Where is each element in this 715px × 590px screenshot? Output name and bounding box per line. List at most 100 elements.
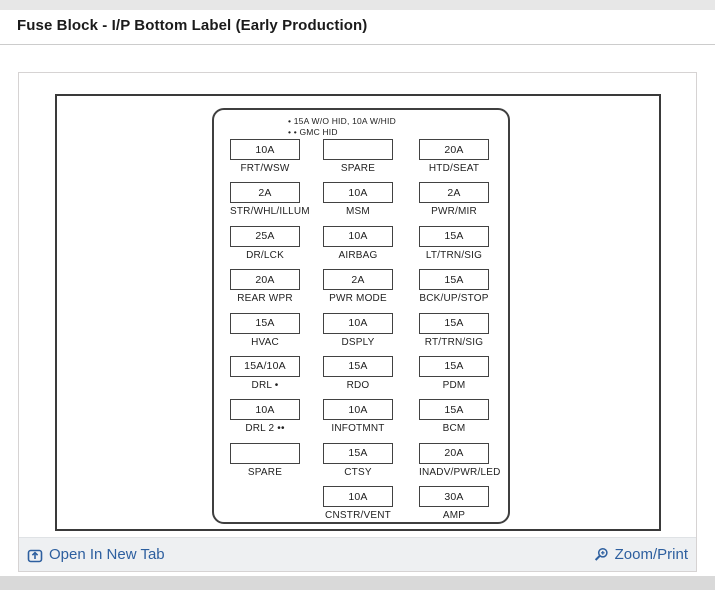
fuse-amp-box: 10A [323, 486, 393, 508]
fuse-amp-box: 15A [230, 312, 300, 334]
fuse-amp-box: 15A [419, 312, 489, 334]
fuse-grid: 10A FRT/WSW SPARE 20A HTD/SEAT [214, 139, 508, 530]
fuse-amp-box: 15A [419, 355, 489, 377]
fuse-amp-box: 10A [230, 139, 300, 160]
fuse-cell: 2A STR/WHL/ILLUM [230, 182, 310, 218]
fuse-label: AIRBAG [338, 249, 378, 261]
fuse-cell: 2A PWR MODE [323, 269, 393, 304]
footer-bar: Open In New Tab Zoom/Print [19, 537, 696, 571]
fuse-cell: 10A MSM [323, 182, 393, 217]
fuse-label: HVAC [251, 336, 279, 348]
fuse-cell: SPARE [323, 139, 393, 174]
fuse-amp-box: 20A [419, 139, 489, 160]
fuse-amp-box: 15A [419, 399, 489, 421]
fuse-cell: 15A PDM [419, 355, 489, 391]
fuse-label: BCK/UP/STOP [419, 293, 489, 305]
diagram-note: • 15A W/O HID, 10A W/HID [288, 116, 396, 126]
fuse-row: SPARE 15A CTSY 20A INADV/PWR/LED [214, 442, 508, 486]
fuse-label: SPARE [340, 163, 376, 174]
fuse-cell: 20A HTD/SEAT [419, 139, 489, 174]
fuse-label: INFOTMNT [331, 423, 385, 435]
fuse-row: 10A DRL 2 •• 10A INFOTMNT 15A BCM [214, 399, 508, 442]
fuse-amp-box: 25A [230, 225, 300, 247]
diagram-note: • • GMC HID [288, 127, 338, 137]
fuse-amp-box: 15A [419, 269, 489, 291]
fuse-label: LT/TRN/SIG [425, 249, 483, 261]
fuse-label: INADV/PWR/LED [419, 466, 501, 478]
fuse-cell: SPARE [230, 442, 300, 478]
fuse-amp-box: 15A [323, 442, 393, 464]
fuse-label: CNSTR/VENT [325, 510, 391, 522]
fuse-cell: 15A RDO [323, 355, 393, 391]
fuse-label: SPARE [247, 466, 283, 478]
fuse-cell: 15A BCK/UP/STOP [419, 269, 489, 304]
fuse-cell: 10A CNSTR/VENT [323, 486, 393, 521]
fuse-row: 10A FRT/WSW SPARE 20A HTD/SEAT [214, 139, 508, 182]
fuse-cell: 10A DRL 2 •• [230, 399, 300, 434]
fuse-cell: 15A HVAC [230, 312, 300, 348]
fuse-amp-box [323, 139, 393, 160]
fuse-cell: 10A DSPLY [323, 312, 393, 348]
diagram-notes: • 15A W/O HID, 10A W/HID • • GMC HID [288, 116, 396, 138]
fuse-cell: 20A INADV/PWR/LED [419, 442, 501, 478]
fuse-amp-box: 10A [323, 225, 393, 247]
fuse-cell: 10A FRT/WSW [230, 139, 300, 174]
fuse-amp-box: 2A [419, 182, 489, 204]
zoom-print-link[interactable]: Zoom/Print [593, 546, 688, 563]
open-in-new-tab-link[interactable]: Open In New Tab [27, 546, 165, 563]
fuse-cell: 15A BCM [419, 399, 489, 434]
fuse-label: DRL 2 •• [245, 423, 285, 435]
fuse-row: 15A HVAC 10A DSPLY 15A RT/TRN/SIG [214, 312, 508, 356]
fuse-label: BCM [442, 423, 466, 435]
open-in-new-tab-icon [27, 547, 43, 563]
fuse-label: PDM [442, 379, 466, 391]
fuse-amp-box: 10A [323, 312, 393, 334]
fuse-amp-box: 2A [323, 269, 393, 291]
window-bottom-edge [0, 576, 715, 590]
fuse-label: RDO [346, 379, 370, 391]
fuse-cell: 15A CTSY [323, 442, 393, 478]
fuse-row: 2A STR/WHL/ILLUM 10A MSM 2A PWR/MIR [214, 182, 508, 225]
fuse-cell: 15A RT/TRN/SIG [419, 312, 489, 348]
fuse-row: 25A DR/LCK 10A AIRBAG 15A LT/TRN/SIG [214, 225, 508, 269]
window-top-edge [0, 0, 715, 10]
fuse-amp-box: 15A [419, 225, 489, 247]
fuse-amp-box: 2A [230, 182, 300, 204]
magnifier-plus-icon [593, 547, 609, 563]
fuse-amp-box: 10A [323, 182, 393, 204]
fuse-row: 15A/10A DRL • 15A RDO 15A PDM [214, 355, 508, 399]
fuse-amp-box: 15A/10A [230, 355, 300, 377]
fuse-amp-box: 10A [230, 399, 300, 421]
fuse-label: DRL • [251, 379, 279, 391]
fuse-label: MSM [346, 206, 370, 218]
fuse-cell: 15A LT/TRN/SIG [419, 225, 489, 261]
fuse-amp-box [230, 442, 300, 464]
zoom-print-label: Zoom/Print [614, 546, 688, 563]
fuse-cell: 20A REAR WPR [230, 269, 300, 304]
fuse-cell: 30A AMP [419, 486, 489, 521]
fuse-cell: 10A INFOTMNT [323, 399, 393, 434]
fuse-amp-box: 20A [230, 269, 300, 291]
open-in-new-tab-label: Open In New Tab [49, 546, 165, 563]
title-divider [0, 44, 715, 45]
fuse-amp-box: 15A [323, 355, 393, 377]
fuse-label: DSPLY [341, 336, 375, 348]
fuse-row: 20A REAR WPR 2A PWR MODE 15A BCK/UP/STOP [214, 269, 508, 312]
fuse-row: 10A CNSTR/VENT 30A AMP [214, 486, 508, 529]
page-title: Fuse Block - I/P Bottom Label (Early Pro… [17, 17, 368, 34]
fuse-amp-box: 30A [419, 486, 489, 508]
fuse-cell: 25A DR/LCK [230, 225, 300, 261]
fuse-amp-box: 20A [419, 442, 489, 464]
fuse-label: STR/WHL/ILLUM [230, 206, 310, 218]
fuse-label: PWR MODE [329, 293, 387, 305]
fuse-diagram: • 15A W/O HID, 10A W/HID • • GMC HID 10A… [212, 108, 510, 524]
fuse-label: AMP [442, 510, 466, 522]
image-panel: • 15A W/O HID, 10A W/HID • • GMC HID 10A… [55, 94, 661, 531]
fuse-label: REAR WPR [237, 293, 293, 305]
fuse-cell: 10A AIRBAG [323, 225, 393, 261]
fuse-amp-box: 10A [323, 399, 393, 421]
fuse-cell: 15A/10A DRL • [230, 355, 300, 391]
fuse-label: DR/LCK [246, 249, 284, 261]
fuse-label: CTSY [344, 466, 372, 478]
fuse-label: PWR/MIR [431, 206, 477, 218]
